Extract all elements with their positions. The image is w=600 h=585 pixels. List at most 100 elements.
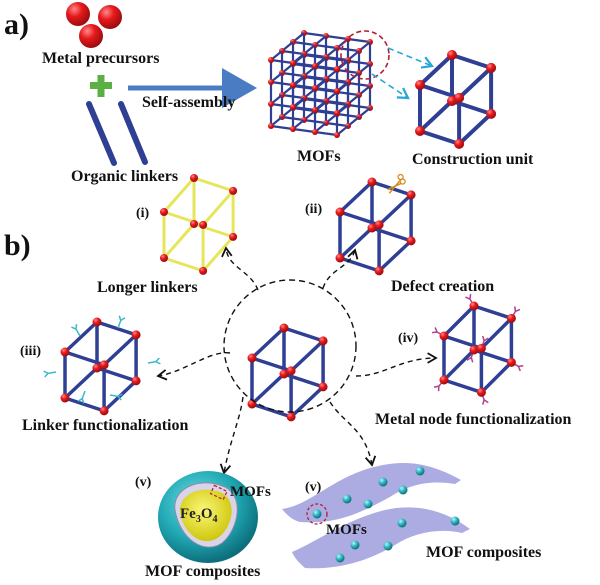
mof-particle (415, 466, 425, 476)
group-arm (71, 326, 77, 330)
functional-group-icon (147, 357, 161, 365)
metal-node (447, 50, 457, 60)
group-arm (437, 386, 440, 392)
linker-rod (472, 304, 514, 321)
linker-rod (250, 326, 286, 360)
linker-rod (338, 226, 374, 260)
linker-rod (192, 176, 235, 193)
linker-rod (250, 372, 286, 406)
mofs-label: MOFs (297, 148, 341, 165)
mof-particle (312, 509, 322, 519)
linker-rod (250, 356, 293, 373)
lattice-rod (292, 40, 316, 47)
group-arm (75, 324, 78, 330)
defect-creation-cube (335, 177, 416, 276)
metal-node (367, 223, 377, 233)
group-arm (469, 294, 472, 300)
group-arm (77, 397, 83, 402)
group-arm (481, 335, 485, 342)
group-arm (483, 399, 489, 404)
lattice-node (290, 126, 296, 132)
fe3o4-label: Fe3O4 (180, 506, 218, 525)
lattice-node (312, 107, 318, 113)
fe3o4-sub-3: 3 (195, 514, 201, 525)
linker-rod (418, 83, 462, 100)
lattice-rod (314, 43, 338, 50)
lattice-node (312, 129, 318, 135)
metal-node (199, 266, 208, 275)
lattice-node (290, 82, 296, 88)
linker-rod (95, 320, 138, 337)
metal-node (415, 80, 425, 90)
lattice-rod (303, 31, 327, 38)
metal-node (279, 323, 289, 333)
central-mof-cube (247, 323, 328, 422)
linker-rod (250, 402, 293, 419)
metal-node (247, 399, 257, 409)
linker-rod (201, 189, 235, 227)
metal-node (374, 266, 384, 276)
lattice-rod (325, 55, 349, 62)
metal-node (469, 345, 479, 355)
metal-node (439, 331, 449, 341)
mof-particle (398, 485, 408, 495)
metal-node (454, 138, 465, 149)
lattice-rod (314, 86, 338, 93)
lattice-rod (314, 64, 338, 71)
group-arm (81, 398, 85, 404)
linker-rod (338, 256, 381, 273)
group-arm (483, 337, 489, 342)
linker-rod (377, 239, 413, 273)
lattice-node (268, 101, 274, 107)
metal-node (190, 174, 198, 182)
group-arm (433, 385, 440, 388)
fe3o4-o: O (200, 506, 213, 522)
lattice-rod (292, 61, 316, 68)
lattice-rod (314, 108, 338, 115)
group-stem (47, 371, 57, 375)
central-dashed-circle (223, 279, 357, 413)
lattice-rod (270, 102, 294, 109)
linker-rod (442, 304, 476, 338)
linker-rod (442, 378, 484, 395)
mof-particle (335, 553, 345, 563)
linker-rod (289, 385, 325, 419)
group-arm (515, 308, 521, 313)
linker-rod (162, 256, 205, 273)
scissors-icon (387, 173, 406, 194)
mof-particle (397, 518, 407, 528)
metal-node (160, 208, 168, 216)
metal-node (415, 126, 425, 136)
panel-a-label: a) (4, 8, 29, 41)
shell-mofs-label: MOFs (230, 484, 271, 500)
linker-functionalization-cube (43, 315, 161, 416)
metal-sphere (98, 5, 122, 29)
linker-rod (63, 320, 99, 354)
panel-b-label: b) (4, 229, 31, 262)
fe3o4-core (179, 489, 232, 542)
zoom-arrow (387, 47, 435, 69)
linker-rod (63, 396, 106, 413)
metal-node (279, 369, 289, 379)
lattice-rod (303, 52, 327, 59)
metal-node (229, 186, 238, 195)
linker-rod (418, 53, 454, 87)
metal-node (318, 336, 328, 346)
linker-rod (418, 99, 454, 133)
linker-rod (118, 101, 148, 165)
group-arm (118, 315, 122, 321)
group-arm (514, 306, 517, 312)
linker-rod (102, 333, 138, 367)
metal-precursors-label: Metal precursors (42, 50, 160, 67)
metal-node (454, 92, 465, 103)
group-arm (44, 372, 49, 378)
linker-rod (289, 339, 325, 373)
metal-node (476, 343, 486, 353)
group-arm (481, 399, 485, 405)
mof-particle (363, 499, 373, 509)
metal-sphere (79, 24, 103, 48)
strategy-iv-numeral: (iv) (398, 331, 419, 346)
linker-rod (63, 350, 106, 367)
mof-particle-highlight (306, 503, 328, 525)
